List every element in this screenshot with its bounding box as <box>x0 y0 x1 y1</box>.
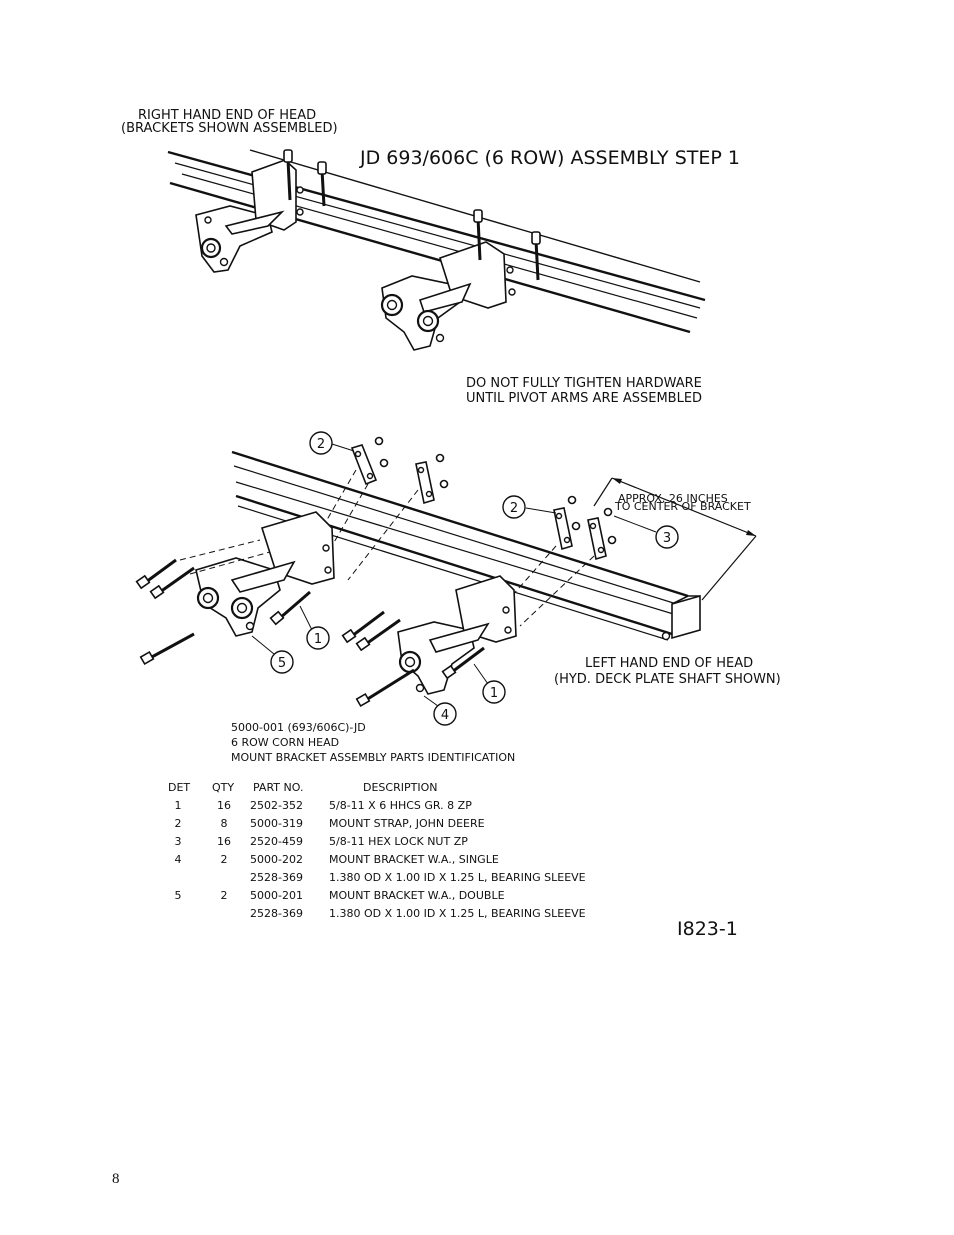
cell-desc: 1.380 OD X 1.00 ID X 1.25 L, BEARING SLE… <box>329 907 586 920</box>
cell-desc: 5/8-11 X 6 HHCS GR. 8 ZP <box>329 799 472 812</box>
drawing-title: JD 693/606C (6 ROW) ASSEMBLY STEP 1 <box>359 147 740 169</box>
table-row: 1 16 2502-352 5/8-11 X 6 HHCS GR. 8 ZP <box>175 799 473 812</box>
svg-text:2: 2 <box>510 501 518 516</box>
top-bracket-double <box>380 209 541 351</box>
page-number: 8 <box>112 1171 120 1187</box>
cell-desc: MOUNT STRAP, JOHN DEERE <box>329 817 485 830</box>
dimension-text-line2: TO CENTER OF BRACKET <box>614 500 751 513</box>
ident-line2: 6 ROW CORN HEAD <box>231 736 339 749</box>
hhcs-bolts-right <box>341 610 485 708</box>
cell-part: 5000-201 <box>250 889 303 902</box>
top-caption-line2: (BRACKETS SHOWN ASSEMBLED) <box>121 121 338 136</box>
bottom-caption-line2: (HYD. DECK PLATE SHAFT SHOWN) <box>554 672 781 687</box>
svg-text:5: 5 <box>278 656 286 671</box>
cell-qty: 2 <box>221 853 228 866</box>
table-header-part-no: PART NO. <box>253 781 303 794</box>
ident-line1: 5000-001 (693/606C)-JD <box>231 721 366 734</box>
table-header-description: DESCRIPTION <box>363 781 437 794</box>
cell-part: 2528-369 <box>250 907 303 920</box>
cell-desc: 5/8-11 HEX LOCK NUT ZP <box>329 835 468 848</box>
cell-qty: 16 <box>217 835 231 848</box>
cell-part: 2520-459 <box>250 835 303 848</box>
top-bracket-right-end <box>195 149 327 273</box>
callout-2-right: 2 <box>502 495 557 519</box>
cell-det: 5 <box>175 889 182 902</box>
drawing-number: I823-1 <box>677 918 738 940</box>
svg-text:1: 1 <box>314 632 322 647</box>
cell-det: 1 <box>175 799 182 812</box>
callout-3: 3 <box>613 515 679 549</box>
cell-part: 5000-202 <box>250 853 303 866</box>
cell-qty: 16 <box>217 799 231 812</box>
cell-part: 2528-369 <box>250 871 303 884</box>
mount-bracket-single <box>397 575 517 695</box>
parts-table: DET QTY PART NO. DESCRIPTION 1 16 2502-352… <box>168 781 586 920</box>
dimension-text-line1: APPROX. 26 INCHES <box>618 492 728 505</box>
table-row: 2528-369 1.380 OD X 1.00 ID X 1.25 L, BEA… <box>250 871 586 884</box>
callout-2-left: 2 <box>309 431 355 455</box>
svg-text:4: 4 <box>441 708 449 723</box>
hhcs-bolts-left <box>135 558 311 666</box>
dimension-26-inches: APPROX. 26 INCHES TO CENTER OF BRACKET <box>593 477 757 601</box>
ident-line3: MOUNT BRACKET ASSEMBLY PARTS IDENTIFICAT… <box>231 751 515 764</box>
top-caption-line1: RIGHT HAND END OF HEAD <box>138 108 316 123</box>
cell-qty: 8 <box>221 817 228 830</box>
cell-part: 2502-352 <box>250 799 303 812</box>
table-row: 2 8 5000-319 MOUNT STRAP, JOHN DEERE <box>175 817 485 830</box>
callout-5: 5 <box>251 635 294 674</box>
cell-qty: 2 <box>221 889 228 902</box>
cell-desc: MOUNT BRACKET W.A., DOUBLE <box>329 889 505 902</box>
table-row: 5 2 5000-201 MOUNT BRACKET W.A., DOUBLE <box>175 889 505 902</box>
cell-desc: MOUNT BRACKET W.A., SINGLE <box>329 853 499 866</box>
callout-1-left: 1 <box>299 605 330 650</box>
note-line2: UNTIL PIVOT ARMS ARE ASSEMBLED <box>466 391 702 406</box>
cell-desc: 1.380 OD X 1.00 ID X 1.25 L, BEARING SLE… <box>329 871 586 884</box>
cell-det: 2 <box>175 817 182 830</box>
callout-4: 4 <box>423 695 457 726</box>
cell-det: 3 <box>175 835 182 848</box>
svg-text:3: 3 <box>663 531 671 546</box>
mount-bracket-double <box>179 511 335 637</box>
table-row: 2528-369 1.380 OD X 1.00 ID X 1.25 L, BEA… <box>250 907 586 920</box>
table-row: 3 16 2520-459 5/8-11 HEX LOCK NUT ZP <box>175 835 469 848</box>
bottom-caption-line1: LEFT HAND END OF HEAD <box>585 656 753 671</box>
note-line1: DO NOT FULLY TIGHTEN HARDWARE <box>466 376 702 391</box>
table-header-qty: QTY <box>212 781 234 794</box>
table-row: 4 2 5000-202 MOUNT BRACKET W.A., SINGLE <box>175 853 499 866</box>
svg-text:1: 1 <box>490 686 498 701</box>
svg-text:2: 2 <box>317 437 325 452</box>
cell-det: 4 <box>175 853 182 866</box>
cell-part: 5000-319 <box>250 817 303 830</box>
table-header-det: DET <box>168 781 190 794</box>
callout-1-right: 1 <box>473 663 506 704</box>
